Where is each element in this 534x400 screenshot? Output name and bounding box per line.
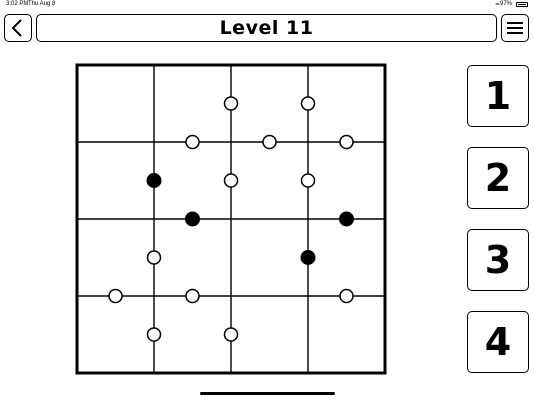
battery-percentage: 97% (499, 1, 512, 7)
status-date: Thu Aug 8 (28, 1, 56, 7)
white-dot (108, 288, 123, 304)
home-indicator (200, 392, 335, 395)
battery-icon (516, 2, 528, 7)
number-label: 2 (484, 156, 512, 200)
white-dot (223, 173, 239, 188)
white-dot (223, 96, 239, 111)
black-dot (185, 211, 200, 227)
battery-level (518, 4, 526, 5)
black-dot (339, 211, 354, 227)
back-button[interactable] (4, 14, 32, 42)
level-title: Level 11 (219, 17, 314, 39)
wifi-icon: ≈ (494, 1, 500, 8)
white-dot (146, 250, 162, 265)
level-title-bar: Level 11 (36, 14, 497, 42)
white-dot (185, 134, 200, 150)
hamburger-menu-icon (507, 22, 523, 34)
menu-button[interactable] (501, 14, 529, 42)
status-time: 3:02 PM (6, 1, 29, 7)
white-dot (300, 173, 316, 188)
black-dot (146, 173, 162, 188)
number-label: 3 (484, 238, 512, 282)
number-button-4[interactable]: 4 (467, 311, 529, 373)
number-button-1[interactable]: 1 (467, 65, 529, 127)
chevron-left-icon (11, 19, 22, 37)
number-label: 1 (484, 74, 512, 118)
status-bar: 3:02 PM Thu Aug 8 ≈ 97% (0, 0, 534, 10)
white-dot (339, 134, 354, 150)
white-dot (339, 288, 354, 304)
white-dot (146, 327, 162, 342)
white-dot (300, 96, 316, 111)
white-dot (185, 288, 200, 304)
number-label: 4 (484, 320, 512, 364)
white-dot (262, 134, 277, 150)
black-dot (300, 250, 316, 265)
white-dot (223, 327, 239, 342)
number-button-3[interactable]: 3 (467, 229, 529, 291)
number-button-2[interactable]: 2 (467, 147, 529, 209)
